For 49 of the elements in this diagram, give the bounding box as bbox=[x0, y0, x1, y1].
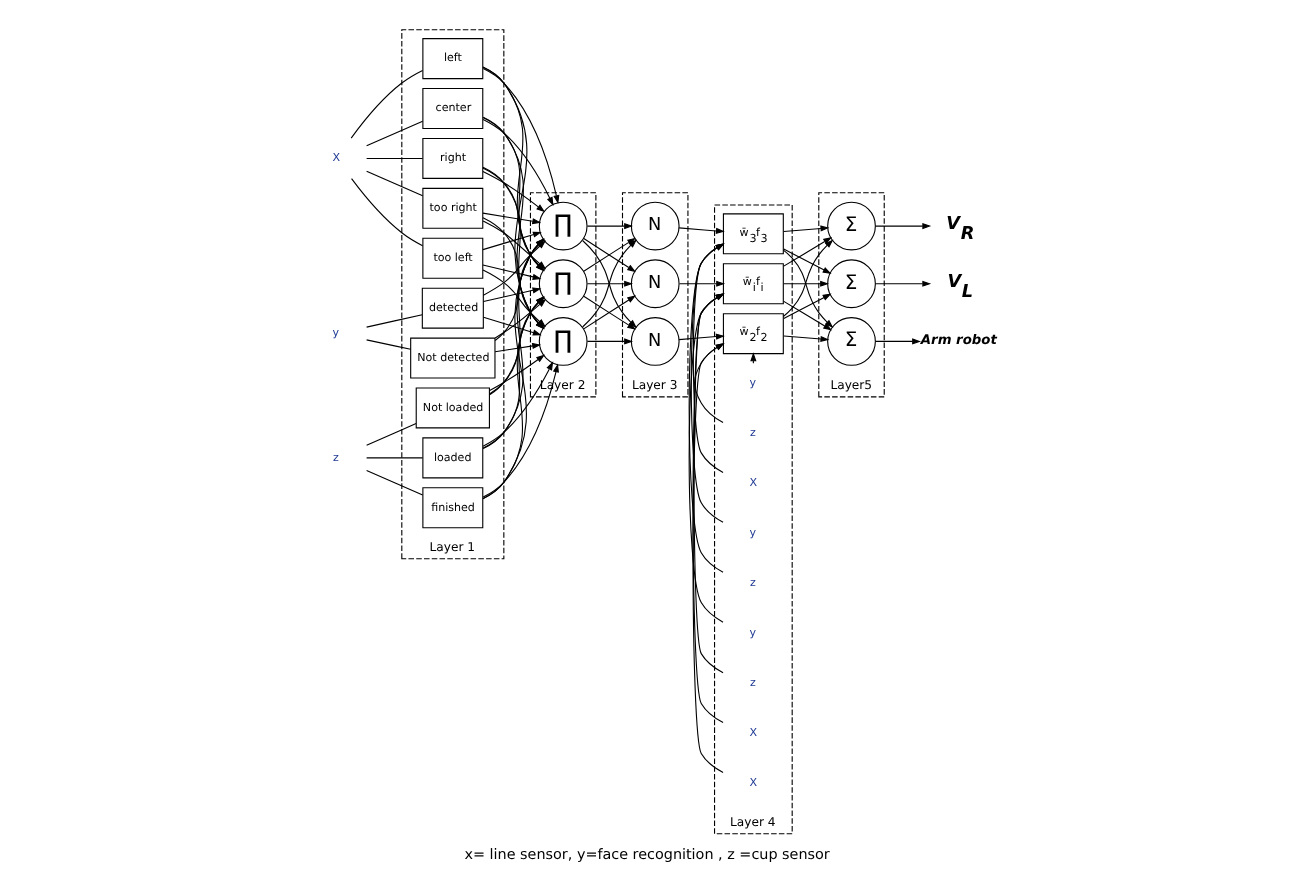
arrow bbox=[481, 264, 541, 280]
arrow bbox=[481, 170, 545, 213]
node-circle: Σ bbox=[826, 317, 875, 366]
arrow bbox=[782, 293, 831, 319]
arrow bbox=[782, 280, 829, 287]
arrow bbox=[687, 293, 724, 623]
arrow bbox=[689, 243, 724, 523]
arrow bbox=[481, 363, 558, 498]
arrow bbox=[677, 333, 724, 341]
connector bbox=[365, 339, 411, 350]
connector bbox=[365, 457, 423, 459]
arrow bbox=[585, 280, 633, 287]
arrow bbox=[782, 237, 832, 267]
connector bbox=[365, 470, 423, 496]
arrow bbox=[874, 222, 931, 230]
arrow bbox=[782, 248, 831, 274]
connector bbox=[365, 120, 423, 147]
arrow bbox=[678, 280, 725, 287]
arrow bbox=[488, 354, 544, 391]
arrow bbox=[481, 68, 559, 205]
connector bbox=[365, 422, 416, 446]
arrow bbox=[493, 342, 541, 353]
connector bbox=[365, 157, 423, 159]
arrow bbox=[693, 343, 724, 424]
node-circle: Σ bbox=[826, 259, 875, 309]
arrow bbox=[687, 243, 724, 573]
arrow bbox=[781, 239, 833, 317]
node-circle: N bbox=[629, 259, 679, 309]
arrow bbox=[782, 225, 829, 233]
arrow bbox=[481, 231, 541, 251]
arrow bbox=[691, 243, 724, 473]
arrow bbox=[481, 212, 541, 225]
arrow bbox=[585, 338, 633, 345]
connector bbox=[365, 170, 423, 197]
arrow bbox=[677, 227, 724, 234]
arrow bbox=[481, 118, 553, 206]
arrow bbox=[481, 316, 541, 336]
arrow bbox=[782, 300, 832, 331]
connector bbox=[365, 314, 422, 328]
node-circle: Σ bbox=[826, 201, 875, 251]
arrow bbox=[585, 222, 633, 230]
arrow bbox=[481, 287, 541, 303]
arrow bbox=[781, 249, 833, 329]
arrow bbox=[782, 335, 829, 343]
connector bbox=[349, 69, 423, 139]
arrow bbox=[691, 343, 724, 774]
arrow bbox=[481, 361, 553, 447]
arrow bbox=[874, 338, 921, 345]
arrow bbox=[874, 280, 931, 287]
